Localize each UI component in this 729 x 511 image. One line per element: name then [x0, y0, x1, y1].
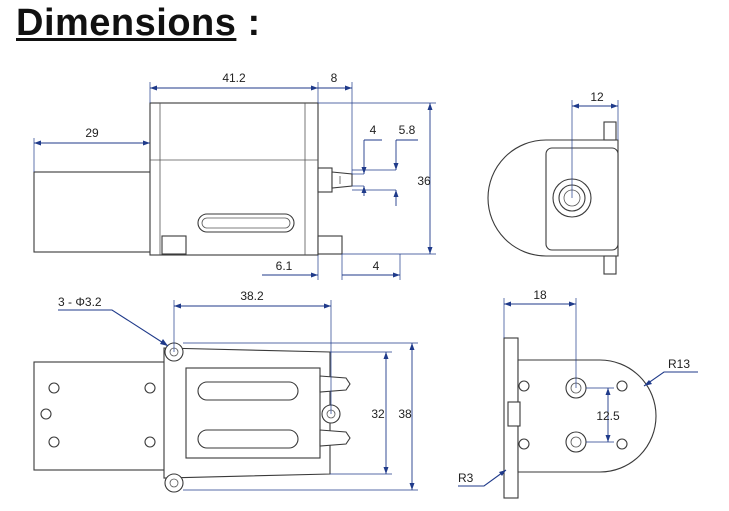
rear-tab: [507, 401, 521, 427]
top-nozzle-1: [319, 375, 351, 393]
dim-hole-offset-label: 12: [590, 90, 604, 104]
end-tab-bottom: [603, 255, 617, 275]
top-view: 3 - Φ3.2 38.2 32 38: [33, 289, 418, 493]
dim-length-label: 41.2: [222, 71, 246, 85]
hole-callout-label: 3 - Φ3.2: [58, 295, 102, 309]
title-colon: :: [247, 2, 261, 44]
radius-small-label: R3: [458, 471, 474, 485]
rear-port-2: [565, 431, 587, 453]
dim-width-label: 18: [533, 288, 547, 302]
radius-large-label: R13: [668, 357, 690, 371]
top-slot-1: [197, 381, 299, 401]
dim-nozzle-label: 8: [331, 71, 338, 85]
page-title: Dimensions :: [16, 2, 261, 45]
base-flange: [317, 235, 343, 255]
nozzle-base: [317, 167, 333, 193]
dim-offset-label: 4: [373, 259, 380, 273]
dim-base-label: 6.1: [276, 259, 293, 273]
end-view: 12: [487, 90, 619, 275]
top-nozzle-2: [319, 429, 351, 447]
dim-motor-label: 29: [85, 126, 99, 140]
top-slot-2: [197, 429, 299, 449]
dim-hole-spacing-label: 38.2: [240, 289, 264, 303]
dim-port-spacing-label: 12.5: [596, 409, 620, 423]
mount-hole-3: [164, 473, 184, 493]
rear-view: 18 12.5 R13 R3: [458, 288, 698, 499]
motor-body: [33, 171, 159, 253]
side-window-slot: [197, 213, 295, 233]
dim-nozzle-tip-label: 5.8: [399, 123, 416, 137]
top-motor: [33, 361, 167, 471]
nozzle: [331, 171, 353, 189]
dim-inner-height-label: 32: [371, 407, 385, 421]
title-text: Dimensions: [16, 2, 237, 44]
end-tab-top: [603, 121, 617, 141]
base-tab: [161, 235, 187, 255]
side-view: 41.2 8 29 4 5.8 36: [33, 71, 436, 280]
dim-height-label: 36: [417, 174, 431, 188]
dim-nozzle-d-label: 4: [370, 123, 377, 137]
dim-outer-height-label: 38: [398, 407, 412, 421]
rear-body: [517, 359, 657, 473]
